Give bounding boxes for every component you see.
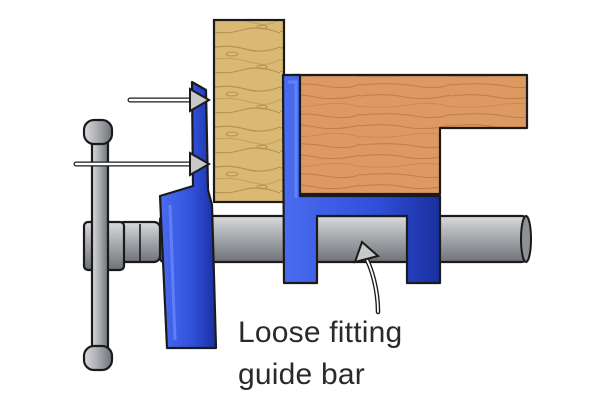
fixed-jaw [158, 80, 218, 350]
light-wood-block [212, 18, 286, 204]
sliding-jaw [281, 73, 442, 285]
guide-bar-caption: Loose fitting guide bar [238, 312, 402, 396]
caption-line-2: guide bar [238, 358, 365, 391]
caption-line-1: Loose fitting [238, 316, 403, 349]
clamp-handle [82, 118, 114, 372]
guide-bar [158, 214, 532, 264]
pointer-arrow-icon [353, 240, 381, 315]
pressure-arrow-icon [73, 151, 211, 177]
pressure-arrow-icon [127, 87, 211, 113]
dark-wood-board [290, 73, 529, 196]
